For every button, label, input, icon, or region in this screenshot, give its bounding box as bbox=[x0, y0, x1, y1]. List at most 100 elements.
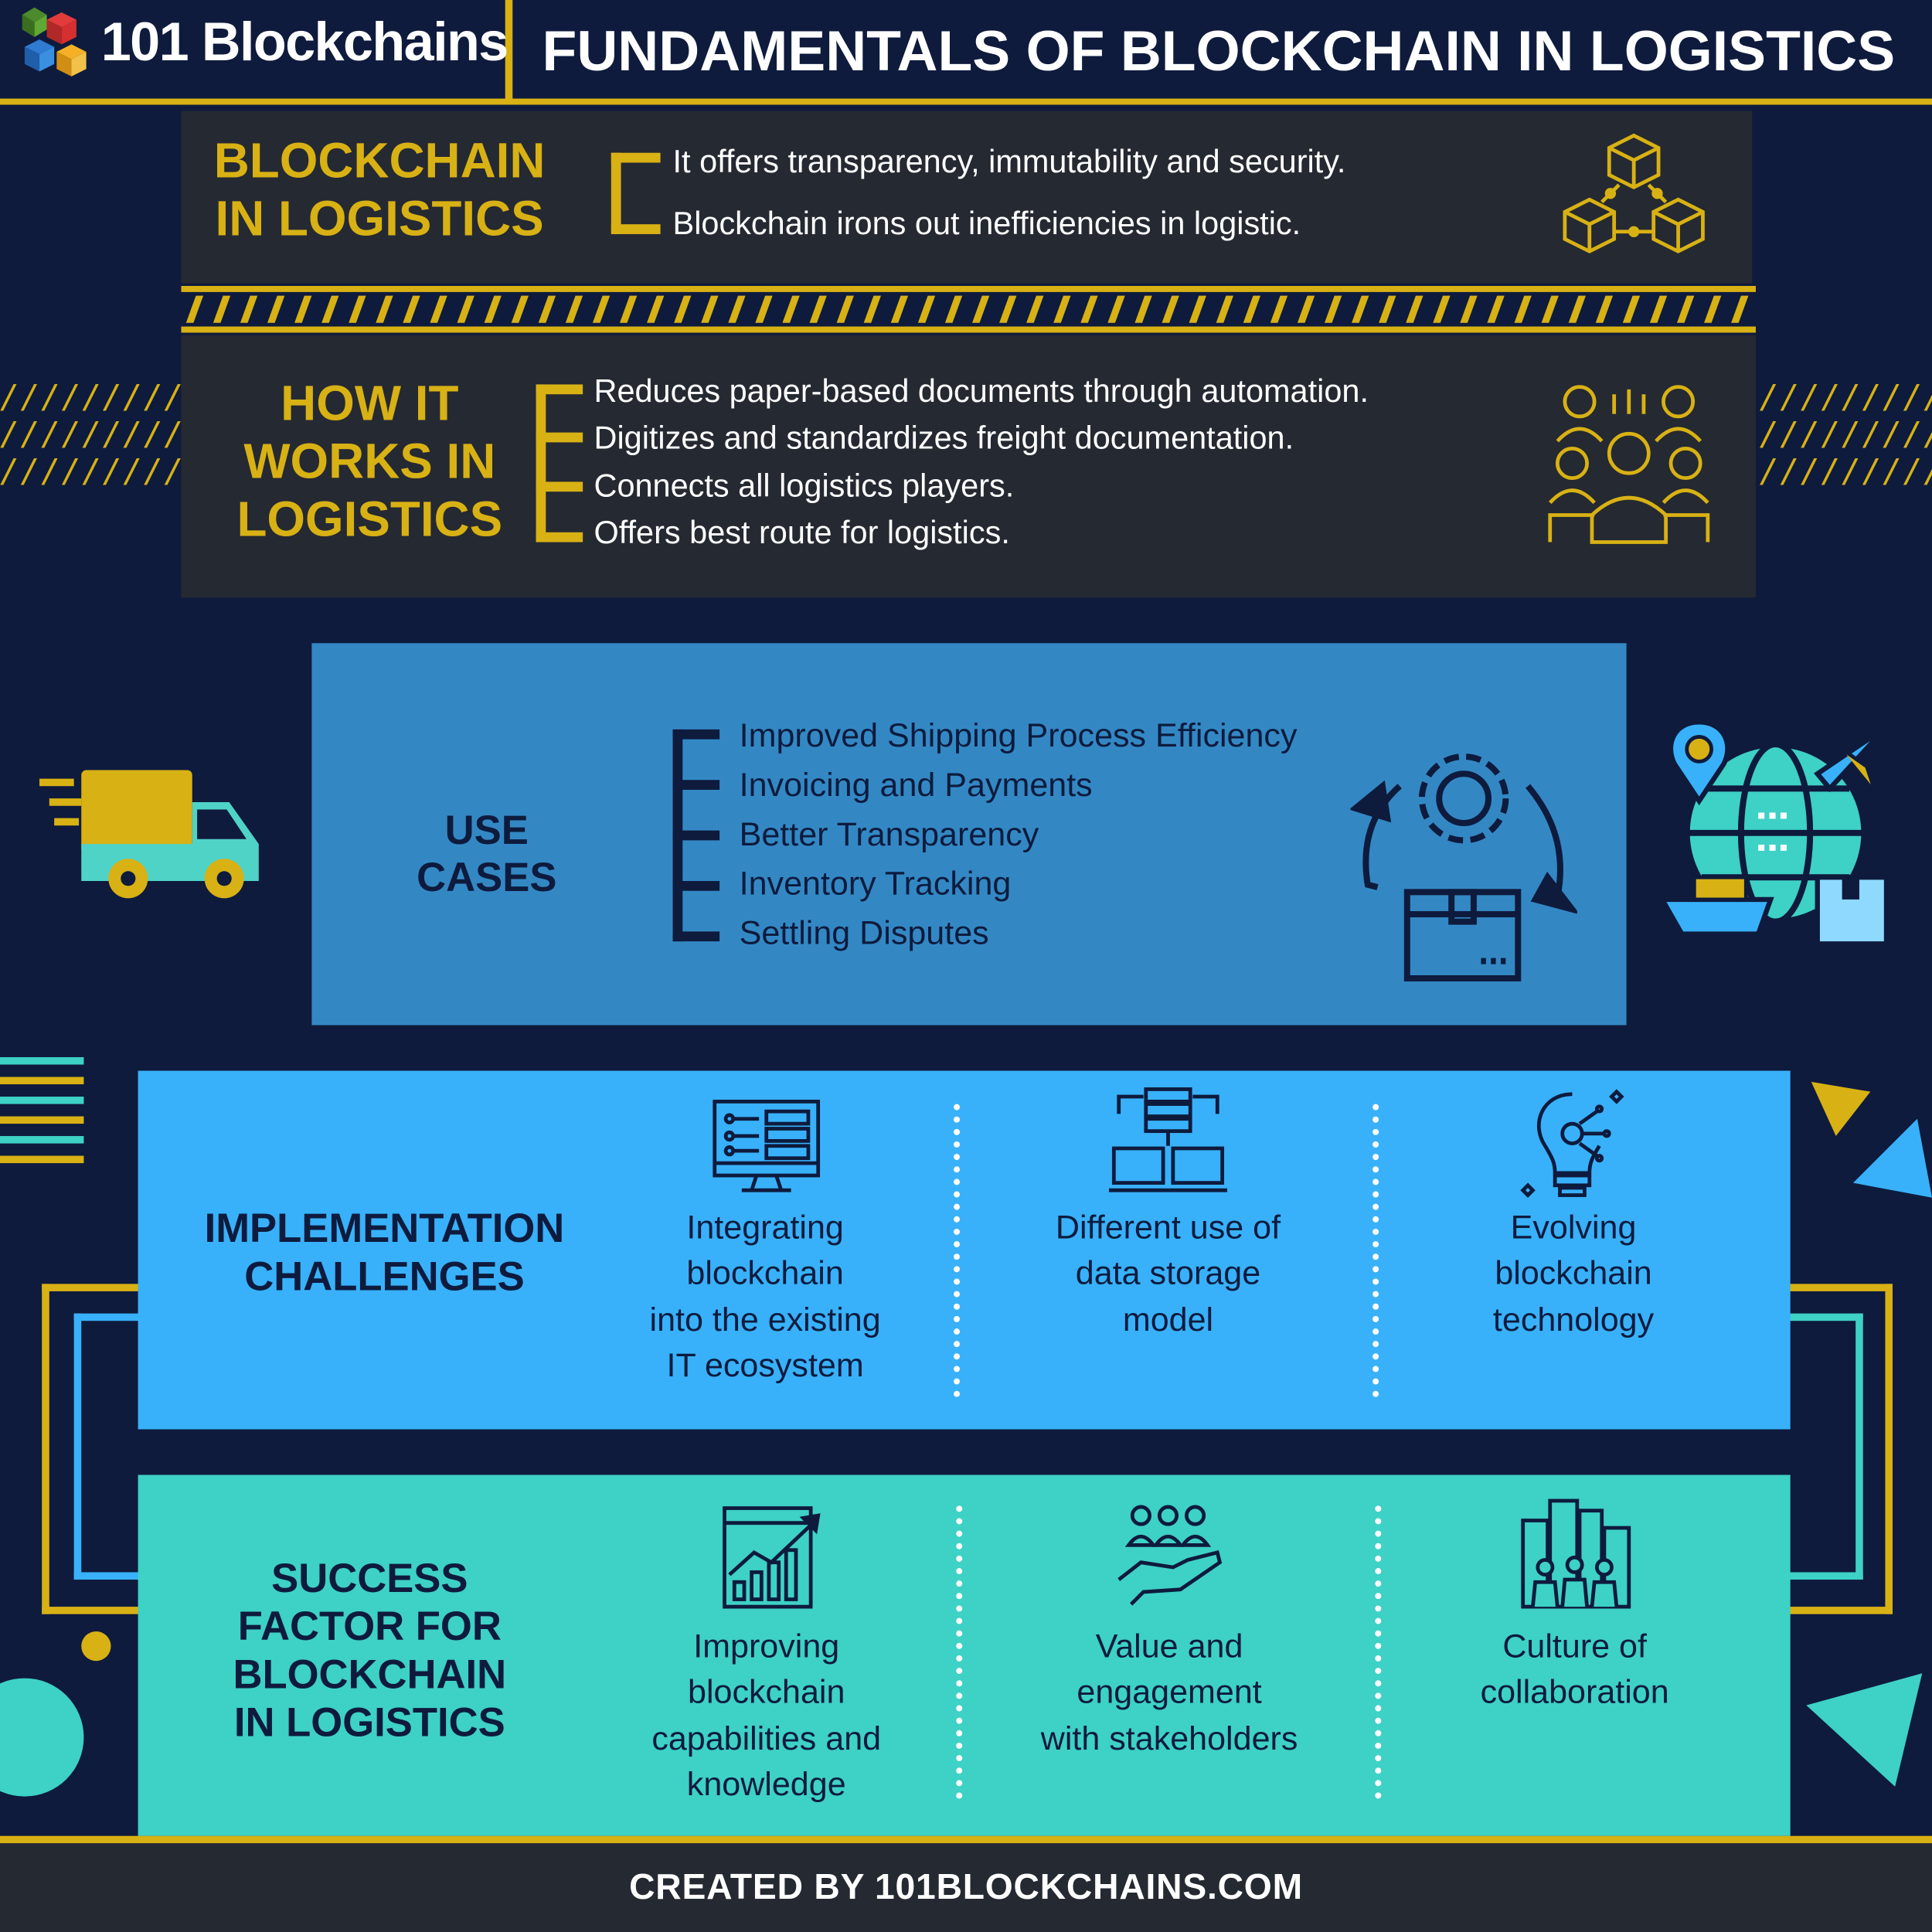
stripe bbox=[1704, 295, 1722, 323]
frame-left-inner bbox=[73, 1313, 161, 1580]
title-line: LOGISTICS bbox=[236, 493, 503, 548]
blockchain-network-icon bbox=[1563, 133, 1705, 253]
success-panel bbox=[138, 1475, 1791, 1836]
slash-pattern-right: /////////////////////////// bbox=[1759, 379, 1932, 491]
stripe bbox=[1324, 295, 1342, 323]
decor-line bbox=[0, 1056, 84, 1065]
decor-line bbox=[0, 1077, 84, 1085]
stripe bbox=[917, 295, 936, 323]
stripe bbox=[213, 295, 231, 323]
how-it-works-panel bbox=[181, 335, 1757, 598]
stripe bbox=[484, 295, 502, 323]
stripe bbox=[647, 295, 665, 323]
success-text-1: Improving blockchain capabilities and kn… bbox=[604, 1624, 929, 1808]
text-line: knowledge bbox=[686, 1765, 846, 1803]
striped-divider bbox=[181, 285, 1757, 333]
footer-credit[interactable]: CREATED BY 101BLOCKCHAINS.COM bbox=[629, 1868, 1303, 1908]
comb-bracket bbox=[536, 384, 546, 543]
header-bar bbox=[0, 0, 1932, 107]
text-line: into the existing bbox=[649, 1300, 881, 1338]
circle-decor bbox=[0, 1631, 111, 1797]
challenges-panel bbox=[138, 1070, 1791, 1430]
stripe bbox=[1026, 295, 1044, 323]
comb-tooth bbox=[536, 384, 583, 395]
text-line: data storage bbox=[1075, 1254, 1261, 1292]
data-storage-icon bbox=[1108, 1087, 1228, 1192]
page-title: FUNDAMENTALS OF BLOCKCHAIN IN LOGISTICS bbox=[542, 18, 1896, 83]
text-line: model bbox=[1122, 1300, 1214, 1338]
stripe bbox=[619, 295, 638, 323]
title-line: HOW IT bbox=[281, 376, 459, 432]
stripe bbox=[240, 295, 258, 323]
title-line: IN LOGISTICS bbox=[215, 192, 544, 247]
logo-text[interactable]: 101 Blockchains bbox=[100, 12, 509, 73]
use-case-item: Inventory Tracking bbox=[739, 865, 1012, 903]
use-case-item: Settling Disputes bbox=[739, 914, 989, 951]
success-text-2: Value and engagement with stakeholders bbox=[1003, 1624, 1335, 1761]
stripe bbox=[1107, 295, 1125, 323]
stripe bbox=[809, 295, 827, 323]
how-section-title: HOW IT WORKS IN LOGISTICS bbox=[209, 376, 530, 550]
use-cases-title: USE CASES bbox=[417, 807, 557, 900]
lightbulb-tech-icon bbox=[1520, 1089, 1624, 1198]
stripe bbox=[1352, 295, 1369, 323]
stripe bbox=[349, 295, 366, 323]
title-line: FACTOR FOR bbox=[237, 1603, 502, 1649]
title-line: SUCCESS bbox=[271, 1555, 468, 1601]
stripe bbox=[1406, 295, 1423, 323]
header-divider bbox=[505, 0, 513, 104]
text-line: Improving bbox=[693, 1628, 840, 1665]
use-case-item: Improved Shipping Process Efficiency bbox=[739, 716, 1298, 754]
text-line: IT ecosystem bbox=[666, 1346, 864, 1384]
footer-bar bbox=[0, 1843, 1932, 1932]
stripe bbox=[1243, 295, 1261, 323]
text-line: Evolving bbox=[1510, 1209, 1637, 1246]
blockchain-point: It offers transparency, immutability and… bbox=[672, 142, 1346, 180]
text-line: collaboration bbox=[1480, 1673, 1669, 1711]
growth-chart-icon bbox=[723, 1506, 821, 1609]
dotted-separator bbox=[956, 1505, 963, 1799]
stripe bbox=[511, 295, 529, 323]
stripe bbox=[403, 295, 420, 323]
comb-tooth bbox=[536, 432, 583, 443]
stripe bbox=[1595, 295, 1614, 323]
dotted-separator bbox=[1372, 1104, 1379, 1398]
stripe bbox=[1216, 295, 1233, 323]
stripe bbox=[592, 295, 611, 323]
use-case-item: Invoicing and Payments bbox=[739, 766, 1093, 804]
blockchain-section-title: BLOCKCHAIN IN LOGISTICS bbox=[197, 133, 562, 249]
stripe bbox=[944, 295, 963, 323]
triangle-decor-teal bbox=[1806, 1673, 1923, 1787]
frame-right-outer bbox=[1784, 1284, 1893, 1614]
challenge-text-1: Integrating blockchain into the existing… bbox=[601, 1205, 929, 1389]
footer-line bbox=[0, 1835, 1932, 1844]
stripe bbox=[1297, 295, 1315, 323]
stripe bbox=[321, 295, 339, 323]
use-case-item: Better Transparency bbox=[739, 815, 1039, 853]
title-line: IMPLEMENTATION bbox=[204, 1205, 565, 1251]
stripe bbox=[1189, 295, 1206, 323]
text-line: blockchain bbox=[1495, 1254, 1652, 1292]
how-point: Digitizes and standardizes freight docum… bbox=[594, 419, 1294, 456]
stripe bbox=[701, 295, 719, 323]
city-people-icon bbox=[1521, 1498, 1631, 1609]
title-line: IN LOGISTICS bbox=[233, 1699, 505, 1745]
stripe bbox=[1053, 295, 1071, 323]
stripe bbox=[1134, 295, 1152, 323]
logo-cubes-icon bbox=[22, 7, 87, 77]
text-line: blockchain bbox=[687, 1673, 845, 1711]
hand-group-icon bbox=[1117, 1505, 1223, 1606]
title-line: CHALLENGES bbox=[244, 1253, 525, 1299]
stripe bbox=[1270, 295, 1288, 323]
stripe bbox=[1433, 295, 1451, 323]
comb-tooth bbox=[672, 880, 720, 891]
challenges-title: IMPLEMENTATION CHALLENGES bbox=[185, 1205, 584, 1301]
frame-left-outer bbox=[42, 1284, 153, 1614]
header-underline bbox=[0, 98, 1932, 105]
title-line: WORKS IN bbox=[243, 435, 496, 490]
delivery-truck-icon bbox=[39, 770, 259, 899]
stripe bbox=[674, 295, 692, 323]
stripe bbox=[1568, 295, 1586, 323]
title-line: BLOCKCHAIN bbox=[233, 1651, 507, 1697]
